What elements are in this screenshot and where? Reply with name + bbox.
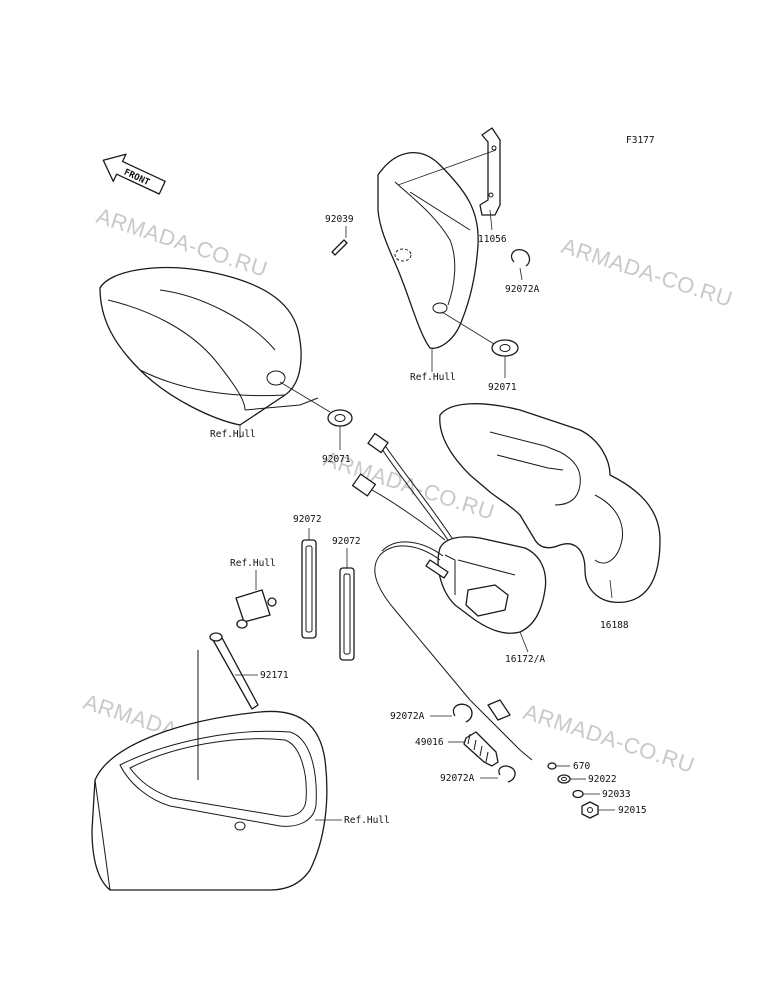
label-ref-hull-mid: Ref.Hull [230, 558, 276, 569]
grommet-92071-left [327, 409, 353, 427]
label-92033: 92033 [602, 789, 631, 800]
grommet-92071-top [491, 339, 519, 357]
label-92022: 92022 [588, 774, 617, 785]
upper-cover-part [377, 152, 479, 349]
cable [374, 541, 533, 761]
label-92072A-mid: 92072A [390, 711, 425, 722]
washer-92033 [572, 789, 584, 799]
washer-92022 [557, 774, 571, 784]
label-16172-A: 16172/A [505, 654, 545, 665]
left-cover-part [99, 267, 319, 426]
label-92071-left: 92071 [322, 454, 351, 465]
strap-92072-b [339, 567, 355, 661]
label-92072-b: 92072 [332, 536, 361, 547]
meter-unit-16172 [437, 536, 547, 634]
clip-92072A-top [510, 249, 531, 267]
foam-block-16188 [439, 403, 661, 604]
label-16188: 16188 [600, 620, 629, 631]
rod-92171 [209, 632, 259, 710]
front-arrow-icon: FRONT [102, 153, 166, 195]
label-92072-a: 92072 [293, 514, 322, 525]
label-11056: 11056 [478, 234, 507, 245]
lower-hull-part [91, 650, 328, 891]
label-49016: 49016 [415, 737, 444, 748]
label-ref-hull-top: Ref.Hull [410, 372, 456, 383]
mount-plate [235, 589, 277, 629]
label-92072A-low: 92072A [440, 773, 475, 784]
clip-92072A-mid [452, 703, 473, 723]
strap-92072-a [301, 539, 317, 639]
o-ring-670 [547, 762, 557, 770]
label-670: 670 [573, 761, 590, 772]
clip-92072A-low [498, 765, 516, 783]
label-92171: 92171 [260, 670, 289, 681]
wiring-harness [351, 432, 453, 541]
label-92015: 92015 [618, 805, 647, 816]
label-ref-hull-bottom: Ref.Hull [344, 815, 390, 826]
bracket-11056 [479, 127, 501, 216]
label-92071-top: 92071 [488, 382, 517, 393]
boot-49016 [463, 731, 499, 767]
label-ref-hull-left: Ref.Hull [210, 429, 256, 440]
watermark: ARMADA-CO.RU [520, 699, 697, 778]
label-92072A-top: 92072A [505, 284, 540, 295]
nut-92015 [581, 801, 599, 819]
watermark: ARMADA-CO.RU [558, 233, 735, 312]
pin-92039 [331, 239, 348, 256]
figure-code: F3177 [626, 135, 655, 146]
label-92039: 92039 [325, 214, 354, 225]
